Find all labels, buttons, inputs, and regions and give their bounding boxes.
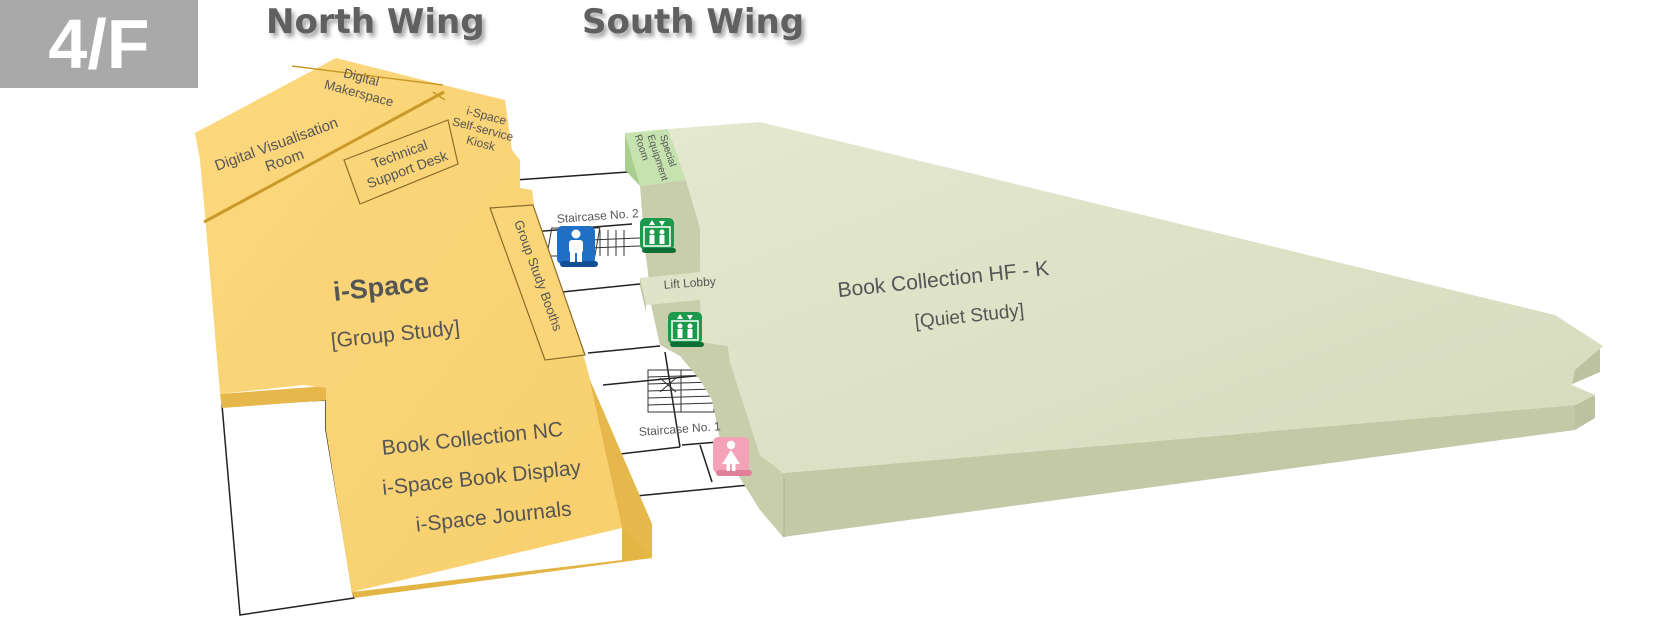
lift-icon[interactable]: [640, 218, 676, 253]
female-toilet-icon[interactable]: [713, 437, 752, 476]
north-wing-zone: [195, 58, 652, 598]
lift-lobby-label: Lift Lobby: [663, 274, 716, 292]
staircase-1-label: Staircase No. 1: [638, 419, 721, 439]
south-wing-title: South Wing: [582, 2, 805, 42]
technical-support-desk-box: [343, 119, 459, 205]
lift-icon[interactable]: [668, 312, 704, 347]
group-study-booths-strip: [489, 204, 586, 361]
staircase-2-label: Staircase No. 2: [556, 206, 639, 226]
special-equipment-room: [625, 129, 686, 186]
floor-label: 4/F: [0, 0, 198, 88]
north-wing-title: North Wing: [266, 2, 485, 42]
south-wing-zone: [640, 122, 1603, 537]
male-toilet-icon[interactable]: [557, 226, 598, 267]
